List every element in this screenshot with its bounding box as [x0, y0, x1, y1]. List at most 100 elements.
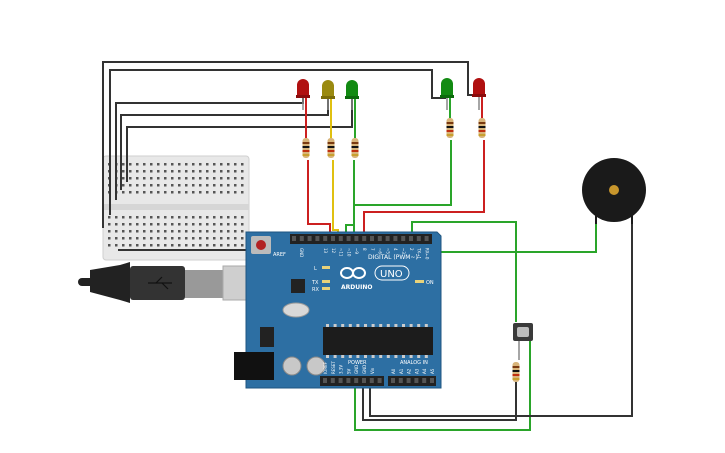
analog-label: ANALOG IN: [400, 360, 428, 366]
breadboard-hole: [136, 230, 139, 233]
breadboard-hole: [164, 244, 167, 247]
breadboard-hole: [213, 191, 216, 194]
breadboard: [102, 155, 250, 261]
breadboard-hole: [220, 230, 223, 233]
breadboard-hole: [241, 230, 244, 233]
usb-cable: [78, 262, 276, 303]
breadboard-hole: [206, 163, 209, 166]
breadboard-hole: [227, 230, 230, 233]
breadboard-hole: [157, 177, 160, 180]
breadboard-hole: [241, 163, 244, 166]
breadboard-hole: [206, 237, 209, 240]
black-wire-green-led-right: [109, 69, 446, 215]
breadboard-hole: [171, 216, 174, 219]
header-hole: [393, 236, 398, 241]
red-wire-pin13: [307, 160, 331, 238]
breadboard-hole: [136, 170, 139, 173]
digital-label: DIGITAL (PWM~): [368, 254, 418, 261]
analog-pin-label: A1: [399, 368, 404, 374]
breadboard-hole: [192, 216, 195, 219]
breadboard-hole: [164, 177, 167, 180]
breadboard-hole: [213, 216, 216, 219]
breadboard-hole: [220, 191, 223, 194]
model-label: UNO: [380, 269, 403, 280]
power-header: [320, 376, 384, 386]
breadboard-hole: [129, 223, 132, 226]
breadboard-hole: [122, 163, 125, 166]
black-wire-led-left-3: [126, 96, 353, 182]
led-green-2: [440, 78, 454, 110]
breadboard-hole: [150, 223, 153, 226]
resistor: [327, 138, 335, 158]
breadboard-hole: [115, 223, 118, 226]
breadboard-hole: [136, 177, 139, 180]
header-hole: [292, 236, 296, 241]
analog-pin-label: A2: [407, 368, 412, 374]
tx-led: [322, 280, 330, 283]
breadboard-hole: [157, 170, 160, 173]
breadboard-hole: [143, 216, 146, 219]
power-pin-label: GND: [354, 365, 359, 374]
breadboard-hole: [227, 163, 230, 166]
breadboard-hole: [178, 163, 181, 166]
tx-label: TX: [311, 280, 319, 286]
reset-button[interactable]: [251, 236, 271, 254]
breadboard-hole: [157, 223, 160, 226]
breadboard-hole: [199, 163, 202, 166]
breadboard-hole: [199, 244, 202, 247]
digital-pin-label: 13: [323, 248, 328, 254]
breadboard-hole: [150, 216, 153, 219]
colored-wires: [307, 140, 633, 431]
power-pin-label: RESET: [331, 361, 336, 374]
breadboard-hole: [234, 237, 237, 240]
breadboard-hole: [129, 230, 132, 233]
green-wire-pin2-button: [411, 221, 517, 322]
breadboard-hole: [122, 244, 125, 247]
breadboard-hole: [220, 237, 223, 240]
breadboard-hole: [227, 244, 230, 247]
power-pin-label: 3.3V: [339, 365, 344, 374]
breadboard-hole: [206, 184, 209, 187]
header-hole: [401, 236, 406, 241]
breadboard-hole: [171, 163, 174, 166]
on-led: [415, 280, 424, 283]
aref-label: AREF: [273, 252, 286, 258]
breadboard-hole: [199, 216, 202, 219]
breadboard-hole: [234, 184, 237, 187]
header-hole: [331, 236, 335, 241]
breadboard-hole: [206, 177, 209, 180]
breadboard-hole: [108, 237, 111, 240]
digital-pin-label: ~10: [346, 248, 351, 257]
header-hole: [377, 378, 382, 383]
breadboard-hole: [136, 223, 139, 226]
header-hole: [422, 378, 427, 383]
breadboard-hole: [108, 216, 111, 219]
breadboard-hole: [227, 170, 230, 173]
breadboard-hole: [164, 184, 167, 187]
digital-pin-label: ~6: [378, 248, 383, 254]
breadboard-hole: [234, 177, 237, 180]
breadboard-hole: [178, 216, 181, 219]
digital-pin-label: 4: [393, 248, 398, 251]
breadboard-hole: [150, 177, 153, 180]
breadboard-hole: [192, 230, 195, 233]
breadboard-hole: [192, 163, 195, 166]
breadboard-hole: [143, 237, 146, 240]
breadboard-hole: [185, 184, 188, 187]
digital-header: [290, 234, 432, 244]
capacitor-2: [306, 356, 326, 376]
resistor: [512, 362, 520, 382]
analog-pin-label: A4: [422, 368, 427, 374]
header-hole: [323, 378, 327, 383]
header-hole: [354, 236, 359, 241]
header-hole: [409, 236, 413, 241]
header-hole: [416, 236, 421, 241]
breadboard-hole: [108, 230, 111, 233]
breadboard-hole: [143, 191, 146, 194]
breadboard-hole: [220, 170, 223, 173]
header-hole: [330, 378, 335, 383]
breadboard-hole: [178, 170, 181, 173]
breadboard-hole: [143, 177, 146, 180]
